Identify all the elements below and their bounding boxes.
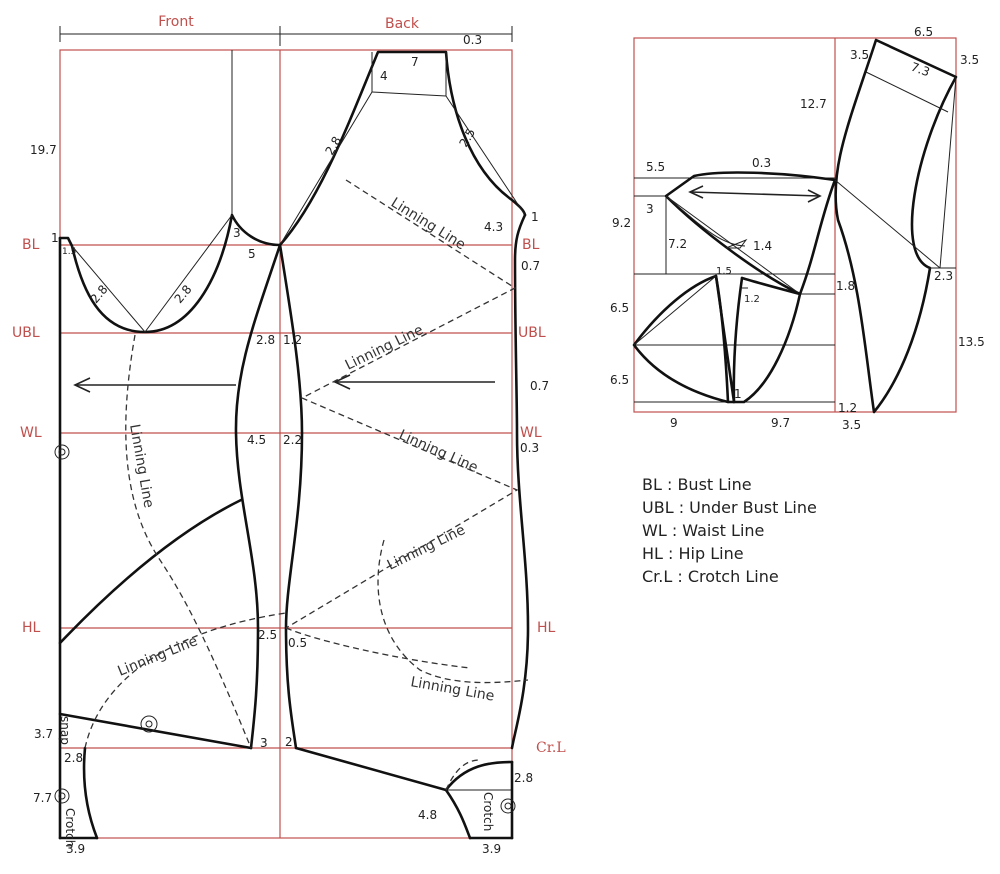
s-5-5: 5.5	[646, 160, 665, 174]
main-measurements: 19.7 0.3 7 4 2.8 2.5 4.3 1 0.7 3 5 1 1.5…	[30, 33, 549, 856]
s-12-7: 12.7	[800, 97, 827, 111]
s-1-5: 1.5	[716, 266, 732, 277]
meas-0-3-top: 0.3	[463, 33, 482, 47]
front-piece	[54, 50, 282, 840]
meas-0-3-wl: 0.3	[520, 441, 539, 455]
s-1-8: 1.8	[836, 279, 855, 293]
meas-1-left: 1	[51, 231, 59, 245]
meas-1-5: 1.5	[62, 247, 76, 257]
meas-2-5-hl: 2.5	[258, 628, 277, 642]
s-1: 1	[734, 387, 742, 401]
back-title: Back	[385, 16, 420, 32]
meas-3: 3	[233, 226, 241, 240]
meas-3-7: 3.7	[34, 727, 53, 741]
s-9-7: 9.7	[771, 416, 790, 430]
meas-3-9-r: 3.9	[482, 842, 501, 856]
legend-wl: WL : Waist Line	[642, 521, 764, 540]
lining-label-4: Linning Line	[385, 522, 468, 574]
s-2-3: 2.3	[934, 269, 953, 283]
sleeve-cuff-piece	[834, 38, 958, 414]
meas-0-7-a: 0.7	[521, 259, 540, 273]
sleeve-piece-lower	[632, 274, 802, 404]
header-dimension	[59, 26, 513, 46]
lining-label-2: Linning Line	[343, 322, 426, 374]
meas-19-7: 19.7	[30, 143, 57, 157]
meas-2-2: 2.2	[283, 433, 302, 447]
s-6-5-b: 6.5	[610, 373, 629, 387]
s-0-3: 0.3	[752, 156, 771, 170]
back-piece	[278, 50, 530, 840]
wl-label-right: WL	[520, 425, 542, 441]
meas-7-7: 7.7	[33, 791, 52, 805]
s-1-2-bot: 1.2	[838, 401, 857, 415]
s-7-3: 7.3	[909, 60, 932, 80]
legend-hl: HL : Hip Line	[642, 544, 744, 563]
crotch-label-back: Crotch	[481, 792, 495, 831]
ubl-label-left: UBL	[12, 325, 40, 341]
sleeve-piece-upper	[664, 171, 837, 296]
s-3: 3	[646, 202, 654, 216]
legend-bl: BL : Bust Line	[642, 475, 752, 494]
bl-label-right: BL	[522, 237, 540, 253]
snap-label: snap	[58, 716, 72, 745]
meas-2-8-crl: 2.8	[64, 751, 83, 765]
ubl-label-right: UBL	[518, 325, 546, 341]
meas-2-5-back: 2.5	[456, 126, 478, 150]
meas-1-2: 1.2	[283, 333, 302, 347]
meas-4-3: 4.3	[484, 220, 503, 234]
meas-0-7-b: 0.7	[530, 379, 549, 393]
s-3-5-bot: 3.5	[842, 418, 861, 432]
meas-0-5: 0.5	[288, 636, 307, 650]
meas-4: 4	[380, 69, 388, 83]
sleeve-measurements: 5.5 0.3 9.2 3 7.2 1.4 1.5 1.2 6.5 6.5 1 …	[610, 25, 985, 432]
s-1-4: 1.4	[753, 239, 772, 253]
s-6-5-top: 6.5	[914, 25, 933, 39]
hl-label-right: HL	[537, 620, 556, 636]
s-7-2: 7.2	[668, 237, 687, 251]
meas-2-8-side: 2.8	[256, 333, 275, 347]
legend: BL : Bust Line UBL : Under Bust Line WL …	[642, 475, 817, 586]
lining-lines	[84, 179, 529, 791]
wl-label-left: WL	[20, 425, 42, 441]
lining-label-6: Linning Line	[126, 423, 156, 509]
sleeve-guide-frame	[633, 37, 957, 413]
lining-label-5: Linning Line	[409, 674, 495, 704]
front-title: Front	[158, 14, 194, 30]
s-3-5-r: 3.5	[960, 53, 979, 67]
meas-4-8: 4.8	[418, 808, 437, 822]
meas-3-9-l: 3.9	[66, 842, 85, 856]
legend-crl: Cr.L : Crotch Line	[642, 567, 779, 586]
bl-label-left: BL	[22, 237, 40, 253]
hl-label-left: HL	[22, 620, 41, 636]
crl-label: Cr.L	[536, 740, 566, 756]
lining-label-7: Linning Line	[116, 633, 201, 680]
meas-1: 1	[531, 210, 539, 224]
meas-2-8-crr: 2.8	[514, 771, 533, 785]
meas-2-8-f1: 2.8	[88, 282, 111, 306]
s-1-2-small: 1.2	[744, 294, 760, 305]
s-3-5-l: 3.5	[850, 48, 869, 62]
s-6-5-a: 6.5	[610, 301, 629, 315]
meas-5: 5	[248, 247, 256, 261]
meas-3-cr: 3	[260, 736, 268, 750]
meas-4-5: 4.5	[247, 433, 266, 447]
s-9-2: 9.2	[612, 216, 631, 230]
meas-7: 7	[411, 55, 419, 69]
crotch-label-front: Crotch	[63, 808, 77, 847]
meas-2-8-f2: 2.8	[172, 282, 195, 306]
s-13-5: 13.5	[958, 335, 985, 349]
lining-label-3: Linning Line	[396, 427, 480, 476]
meas-2-cr: 2	[285, 735, 293, 749]
legend-ubl: UBL : Under Bust Line	[642, 498, 817, 517]
s-9: 9	[670, 416, 678, 430]
